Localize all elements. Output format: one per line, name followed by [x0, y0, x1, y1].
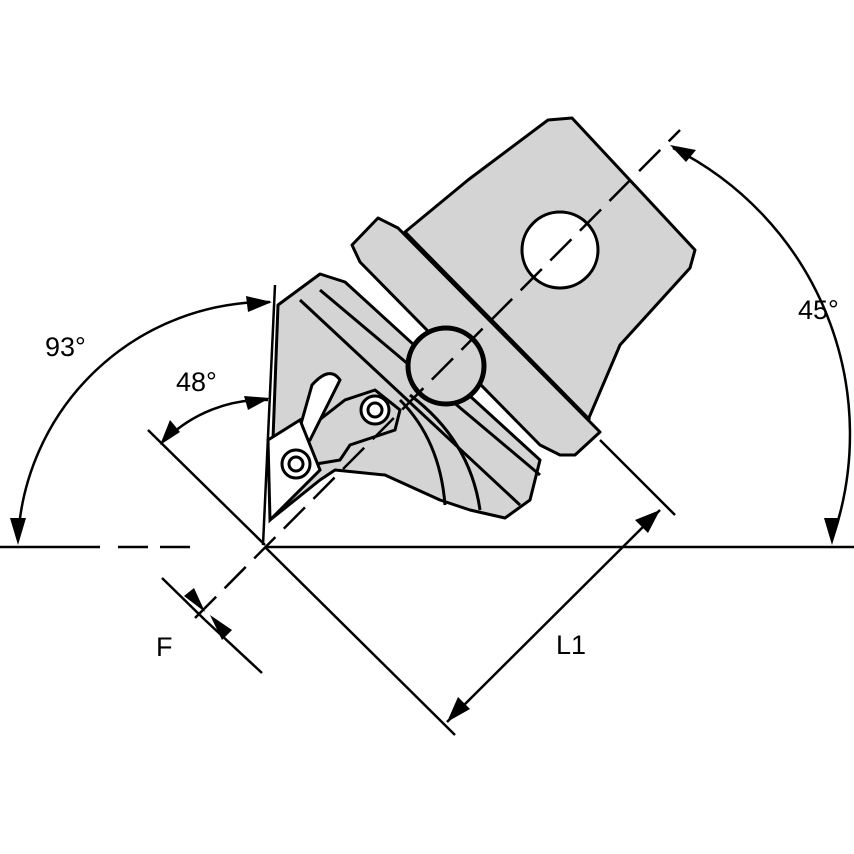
angle-93-label: 93°	[45, 332, 86, 362]
dimension-f-label: F	[156, 632, 173, 662]
l1-dimension-line	[446, 509, 661, 723]
arc-45	[672, 146, 852, 541]
angle-45-label: 45°	[798, 295, 839, 325]
arrowheads	[10, 145, 840, 722]
dimension-l1-label: L1	[556, 630, 587, 660]
angle-48-label: 48°	[176, 367, 217, 397]
tool-axis	[194, 129, 681, 619]
arc-93	[16, 300, 271, 541]
